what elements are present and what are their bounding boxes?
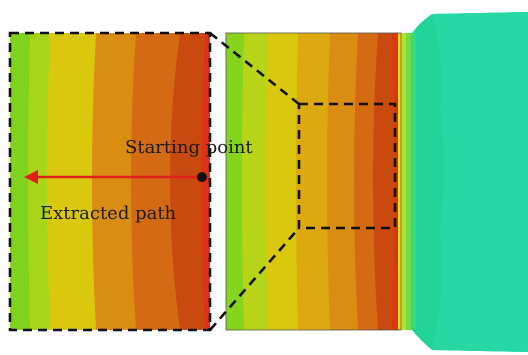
main-specimen-border [225, 32, 402, 331]
main-contour-bands [226, 33, 401, 330]
transition-strip [398, 33, 416, 330]
zoom-contour-bands [10, 33, 210, 330]
connector-top [209, 31, 300, 106]
zoom-indicator [209, 31, 397, 331]
zoom-inset-border [8, 31, 212, 332]
selection-box [297, 102, 397, 230]
zoom-inset [8, 31, 212, 332]
starting-point-marker [197, 172, 207, 182]
outer-region-shade [432, 12, 528, 352]
extracted-path-label: Extracted path [40, 203, 177, 224]
starting-point-label: Starting point [125, 137, 253, 158]
connector-bottom [209, 227, 300, 331]
extracted-path-arrow [24, 170, 200, 184]
main-specimen [225, 12, 528, 352]
